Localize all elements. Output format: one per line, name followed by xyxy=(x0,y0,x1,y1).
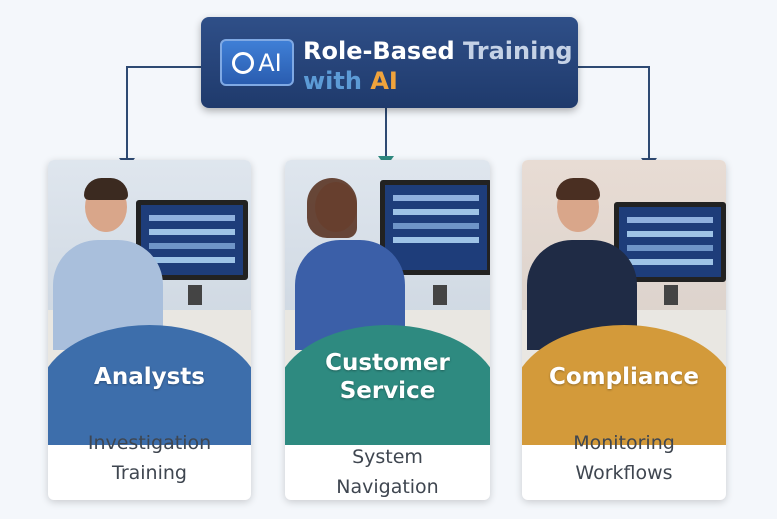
title-role-based: Role-Based xyxy=(303,37,464,65)
role-label: Compliance xyxy=(548,364,699,390)
logo-text: AI xyxy=(258,48,282,77)
title-line-2: with AI xyxy=(303,67,398,95)
connector-right-v xyxy=(648,66,650,160)
desc-line: Navigation xyxy=(336,476,439,498)
connector-left-v xyxy=(126,66,128,160)
connector-left-h xyxy=(127,66,202,68)
title-banner: AI Role-Based Training with AI xyxy=(201,17,578,108)
brain-icon xyxy=(232,51,255,74)
role-label-line: Customer xyxy=(325,350,450,376)
desc-line: Investigation xyxy=(87,432,212,454)
desc-line: Monitoring xyxy=(573,432,675,454)
desc-line: Training xyxy=(112,462,187,484)
role-label: Analysts xyxy=(94,364,205,390)
role-label-line: Service xyxy=(339,378,436,404)
role-badge: Compliance xyxy=(522,325,726,445)
ai-logo: AI xyxy=(220,39,294,86)
title-with: with xyxy=(303,67,371,95)
connector-mid-v xyxy=(385,108,387,158)
title-training: Training xyxy=(463,37,573,65)
title-ai: AI xyxy=(370,67,398,95)
desc-line: System xyxy=(352,446,423,468)
desc-line: Workflows xyxy=(575,462,673,484)
title-line-1: Role-Based Training xyxy=(303,37,573,65)
connector-right-h xyxy=(578,66,649,68)
role-badge: Analysts xyxy=(48,325,251,445)
